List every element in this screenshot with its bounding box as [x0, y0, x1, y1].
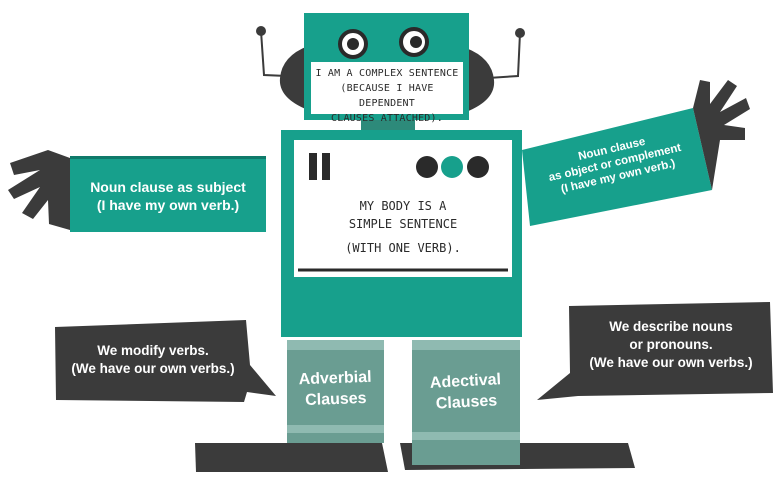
indicator-dot-middle	[441, 156, 463, 178]
right-arm	[522, 108, 712, 226]
right-bubble-line-2: or pronouns.	[629, 337, 713, 352]
left-leg-caption: Adverbial Clauses	[286, 366, 384, 411]
right-antenna	[487, 28, 525, 79]
left-arm-caption: Noun clause as subject (I have my own ve…	[72, 178, 264, 214]
body-line-1: MY BODY IS A	[359, 199, 447, 213]
screen-switch-left	[309, 153, 317, 180]
left-speech-bubble	[55, 320, 276, 402]
right-speech-bubble	[537, 302, 773, 400]
body-caption: MY BODY IS A SIMPLE SENTENCE (WITH ONE V…	[300, 197, 506, 257]
left-leg-line-2: Clauses	[304, 389, 367, 410]
left-arm	[70, 156, 266, 232]
indicator-dot-left	[416, 156, 438, 178]
right-bubble-line-3: (We have our own verbs.)	[589, 355, 753, 370]
body-line-3: (WITH ONE VERB).	[345, 241, 461, 255]
head-label-panel	[311, 62, 463, 114]
head-caption: I AM A COMPLEX SENTENCE (BECAUSE I HAVE …	[311, 66, 463, 126]
left-arm-line-1: Noun clause as subject	[90, 179, 246, 195]
left-foot	[195, 443, 388, 472]
left-bubble-caption: We modify verbs. (We have our own verbs.…	[58, 342, 248, 378]
head-line-3: CLAUSES ATTACHED).	[331, 113, 443, 124]
head	[304, 13, 469, 120]
head-line-2: (BECAUSE I HAVE DEPENDENT	[340, 83, 434, 109]
left-leg-line-1: Adverbial	[298, 368, 372, 389]
right-ear	[466, 48, 495, 112]
torso	[281, 130, 522, 337]
indicator-dot-right	[467, 156, 489, 178]
left-bubble-line-1: We modify verbs.	[97, 343, 209, 358]
left-bubble-line-2: (We have our own verbs.)	[71, 361, 235, 376]
left-ear	[279, 46, 308, 110]
right-hand-icon	[693, 80, 750, 190]
left-antenna	[256, 26, 288, 77]
left-leg	[287, 340, 384, 443]
body-line-2: SIMPLE SENTENCE	[348, 217, 458, 231]
screen-switch-right	[322, 153, 330, 180]
right-bubble-line-1: We describe nouns	[609, 319, 733, 334]
left-hand-icon	[8, 150, 70, 230]
head-line-1: I AM A COMPLEX SENTENCE	[315, 68, 459, 79]
right-leg-caption: Adectival Clauses	[411, 368, 521, 416]
left-arm-line-2: (I have my own verb.)	[96, 197, 240, 213]
right-leg	[412, 340, 520, 465]
right-bubble-caption: We describe nouns or pronouns. (We have …	[571, 318, 771, 372]
